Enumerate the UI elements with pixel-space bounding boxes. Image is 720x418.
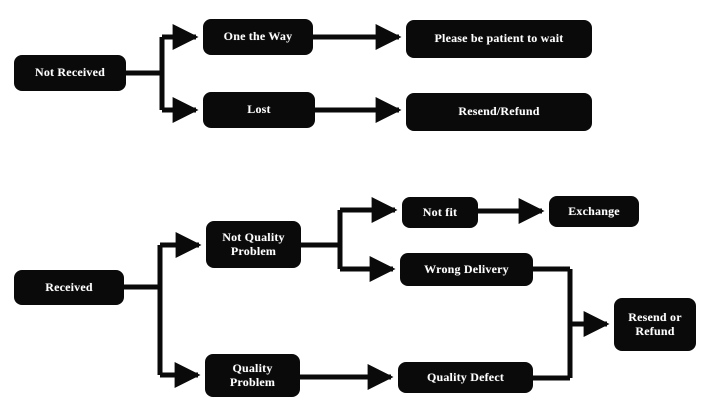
node-quality-problem[interactable]: Quality Problem	[205, 354, 300, 397]
node-not-received[interactable]: Not Received	[14, 55, 126, 91]
node-one-the-way[interactable]: One the Way	[203, 19, 313, 55]
node-please-be-patient-to-wait[interactable]: Please be patient to wait	[406, 20, 592, 58]
node-quality-defect[interactable]: Quality Defect	[398, 362, 533, 393]
node-not-quality-problem[interactable]: Not Quality Problem	[206, 221, 301, 268]
node-resend-or-refund[interactable]: Resend or Refund	[614, 298, 696, 351]
node-wrong-delivery[interactable]: Wrong Delivery	[400, 253, 533, 286]
node-resend-refund[interactable]: Resend/Refund	[406, 93, 592, 131]
node-received[interactable]: Received	[14, 270, 124, 305]
node-exchange[interactable]: Exchange	[549, 196, 639, 227]
node-not-fit[interactable]: Not fit	[402, 197, 478, 228]
node-lost[interactable]: Lost	[203, 92, 315, 128]
